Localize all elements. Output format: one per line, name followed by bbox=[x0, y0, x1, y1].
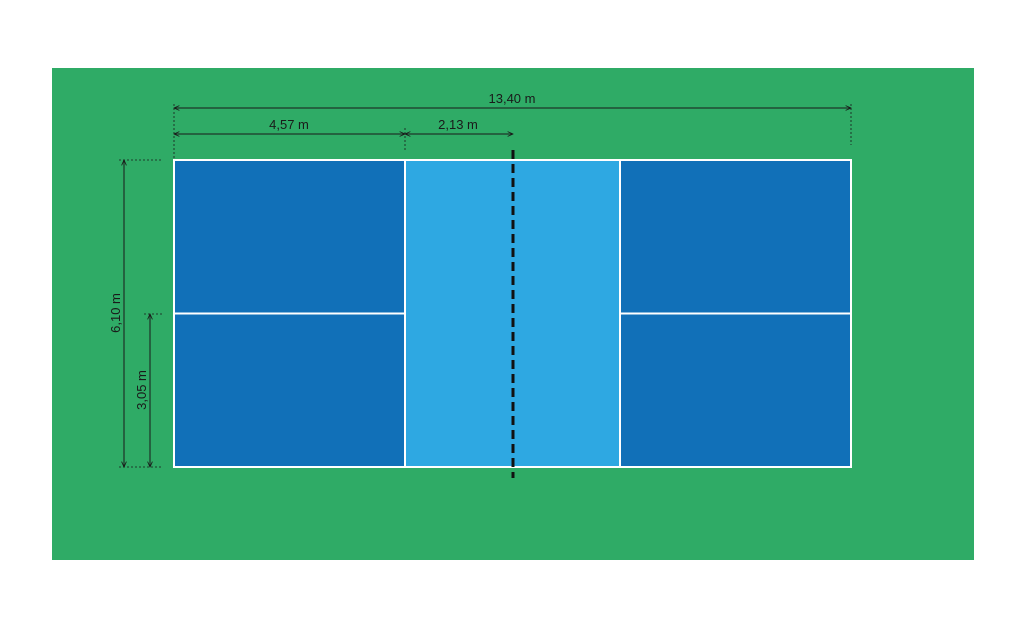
half-width-label: 3,05 m bbox=[134, 370, 149, 410]
right-kitchen-zone bbox=[513, 160, 620, 467]
kitchen-length-label: 2,13 m bbox=[438, 117, 478, 132]
total-length-label: 13,40 m bbox=[489, 91, 536, 106]
dimension-lines bbox=[124, 108, 851, 467]
width-label: 6,10 m bbox=[108, 293, 123, 333]
left-kitchen-zone bbox=[405, 160, 513, 467]
service-length-label: 4,57 m bbox=[269, 117, 309, 132]
court-lines bbox=[173, 159, 852, 468]
